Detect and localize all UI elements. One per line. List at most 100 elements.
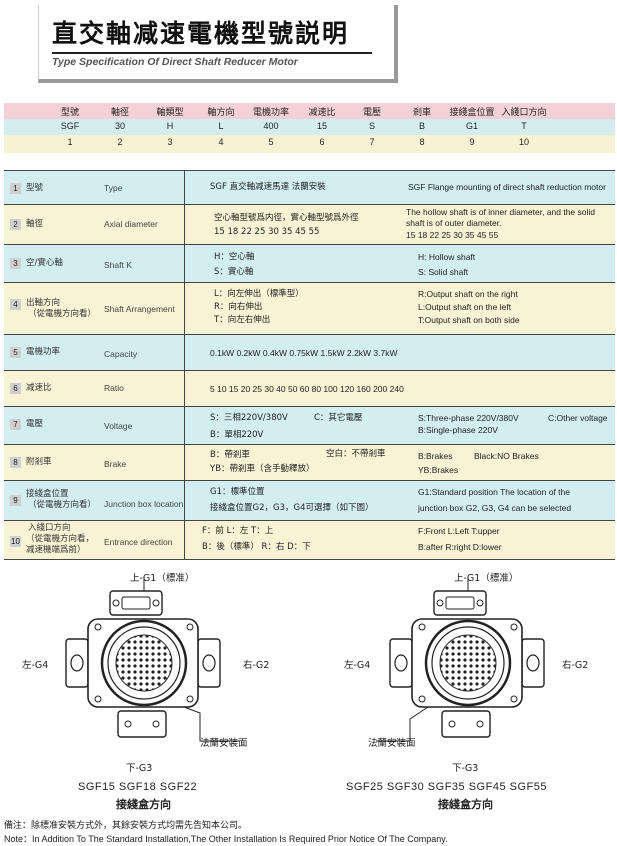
spec-value: SGF xyxy=(60,121,80,131)
spec-index: 5 xyxy=(268,137,274,147)
row-desc-en: The hollow shaft is of inner diameter, a… xyxy=(406,207,595,217)
row-desc-en: junction box G2, G3, G4 can be selected xyxy=(418,503,572,513)
row-desc-en: S:Three-phase 220V/380V xyxy=(418,413,519,423)
row-desc-zh: 空心軸型號爲内徑，實心軸型號爲外徑 xyxy=(214,213,359,223)
row-desc-zh: B：單相220V xyxy=(210,430,264,440)
spec-index: 3 xyxy=(167,137,173,147)
diagram-caption: 接綫盒方向 xyxy=(438,798,493,811)
model-list: SGF15 SGF18 SGF22 xyxy=(78,781,198,793)
table-row: 7 電壓 Voltage S：三相220V/380V B：單相220V C：其它… xyxy=(4,406,615,444)
spec-index: 1 xyxy=(67,137,73,147)
row-label-en: Brake xyxy=(104,459,127,469)
spec-index: 2 xyxy=(117,137,123,147)
row-desc: 5 10 15 20 25 30 40 50 60 80 100 120 160… xyxy=(210,384,404,394)
row-desc-en: L:Output shaft on the left xyxy=(418,302,512,312)
spec-index: 4 xyxy=(218,137,224,147)
row-label-en: Shaft Arrangement xyxy=(104,304,175,314)
table-row: 9 接綫盒位置 （從電機方向看） Junction box location G… xyxy=(4,480,615,520)
spec-strip-indices: 1 2 3 4 5 6 7 8 9 10 xyxy=(4,135,615,153)
note-zh: 備注：除標准安裝方式外，其餘安裝方式均需先告知本公司。 xyxy=(4,821,248,831)
label-flange: 法蘭安裝面 xyxy=(368,738,416,749)
row-desc-zh: H：空心軸 xyxy=(214,252,255,262)
row-desc-en: 15 18 22 25 30 35 45 55 xyxy=(406,230,499,240)
row-desc-en: YB:Brakes xyxy=(418,465,459,475)
row-desc-en: shaft is of outer diameter. xyxy=(406,218,502,228)
spec-value: T xyxy=(521,121,527,131)
row-desc-zh: S：實心軸 xyxy=(214,267,254,277)
model-list: SGF25 SGF30 SGF35 SGF45 SGF55 xyxy=(346,781,547,793)
row-label-zh-sub: （從電機方向看） xyxy=(28,500,97,510)
diagram-caption: 接綫盒方向 xyxy=(116,798,171,811)
row-desc-zh: 15 18 22 25 30 35 45 55 xyxy=(214,227,320,237)
row-desc-en: F:Front L:Left T:upper xyxy=(418,526,500,536)
label-g2: 右-G2 xyxy=(562,660,589,671)
spec-index: 10 xyxy=(518,137,529,147)
spec-index: 6 xyxy=(319,137,325,147)
spec-label: 剎車 xyxy=(412,107,431,117)
row-desc-zh: T：向左右伸出 xyxy=(214,315,271,325)
spec-label: 减速比 xyxy=(308,107,336,117)
table-row: 2 軸徑 Axial diameter 空心軸型號爲内徑，實心軸型號爲外徑 15… xyxy=(4,204,615,244)
title-underline xyxy=(52,52,372,54)
label-g4: 左-G4 xyxy=(344,660,371,671)
row-number: 4 xyxy=(10,299,21,310)
row-desc-zh: R：向右伸出 xyxy=(214,302,263,312)
label-flange: 法蘭安裝面 xyxy=(200,738,248,749)
row-desc-en: R:Output shaft on the right xyxy=(418,289,518,299)
row-label-en: Entrance direction xyxy=(104,537,173,547)
row-label-zh: 入綫口方向 xyxy=(28,523,71,533)
row-desc-zh-extra: 空白：不帶剎車 xyxy=(326,449,386,459)
title-frame xyxy=(38,5,398,83)
table-row: 5 電機功率 Capacity 0.1kW 0.2kW 0.4kW 0.75kW… xyxy=(4,334,615,370)
spec-label: 電壓 xyxy=(362,107,381,117)
table-row: 3 空/實心軸 Shaft K H：空心軸 S：實心軸 H: Hollow sh… xyxy=(4,244,615,282)
row-number: 1 xyxy=(10,183,21,194)
row-label-zh: 型號 xyxy=(26,183,44,193)
row-desc-en: G1:Standard position The location of the xyxy=(418,487,570,497)
row-number: 8 xyxy=(10,457,21,468)
row-label-zh: 附剎車 xyxy=(26,457,52,467)
spec-label: 軸類型 xyxy=(156,107,184,117)
table-row: 10 入綫口方向 （從電機方向看， 减速機端爲前） Entrance direc… xyxy=(4,520,615,560)
row-desc: 0.1kW 0.2kW 0.4kW 0.75kW 1.5kW 2.2kW 3.7… xyxy=(210,348,398,358)
spec-index: 8 xyxy=(419,137,425,147)
row-desc-zh: F：前 L：左 T：上 xyxy=(202,526,274,536)
spec-strip-labels: 型號 軸徑 軸類型 軸方向 電機功率 减速比 電壓 剎車 接綫盒位置 入綫口方向 xyxy=(4,103,615,119)
row-number: 3 xyxy=(10,258,21,269)
label-g1: 上-G1（標准） xyxy=(130,573,195,584)
row-label-zh: 軸徑 xyxy=(26,219,44,229)
spec-label: 軸徑 xyxy=(110,107,129,117)
row-desc-zh: SGF 直交軸减速馬達 法蘭安裝 xyxy=(210,182,326,192)
row-label-zh-sub: （從電機方向看， xyxy=(26,534,95,544)
row-desc-zh: YB：帶剎車（含手動釋放） xyxy=(210,464,315,474)
spec-value: H xyxy=(166,121,174,131)
spec-label: 接綫盒位置 xyxy=(449,107,495,117)
row-number: 6 xyxy=(10,383,21,394)
spec-label: 入綫口方向 xyxy=(501,107,547,117)
page-subtitle: Type Specification Of Direct Shaft Reduc… xyxy=(52,56,298,68)
row-label-zh: 接綫盒位置 xyxy=(26,489,69,499)
row-desc-zh: L：向左伸出（標準型） xyxy=(214,289,304,299)
row-desc-zh: 接綫盒位置G2，G3，G4可選擇（如下圖） xyxy=(210,503,374,513)
spec-label: 電機功率 xyxy=(252,107,289,117)
row-number: 9 xyxy=(10,495,21,506)
row-label-zh: 出軸方向 xyxy=(26,298,61,308)
label-g1: 上-G1（標准） xyxy=(454,573,519,584)
row-label-zh-sub: 减速機端爲前） xyxy=(26,545,86,555)
row-label-en: Axial diameter xyxy=(104,219,158,229)
row-number: 10 xyxy=(10,536,21,547)
row-desc-zh: B：帶剎車 xyxy=(210,450,250,460)
spec-label: 型號 xyxy=(60,107,79,117)
row-label-en: Capacity xyxy=(104,349,138,359)
spec-value: S xyxy=(368,121,375,131)
row-number: 2 xyxy=(10,219,21,230)
row-desc-en-extra: C:Other voltage xyxy=(548,413,608,423)
row-label-zh: 空/實心軸 xyxy=(26,258,63,268)
row-desc-en: B:Single-phase 220V xyxy=(418,425,498,435)
row-desc-en: B:after R:right D:lower xyxy=(418,542,502,552)
spec-index: 9 xyxy=(469,137,475,147)
row-number: 5 xyxy=(10,347,21,358)
spec-value: B xyxy=(418,121,425,131)
spec-index: 7 xyxy=(369,137,375,147)
row-desc-en: T:Output shaft on both side xyxy=(418,315,520,325)
